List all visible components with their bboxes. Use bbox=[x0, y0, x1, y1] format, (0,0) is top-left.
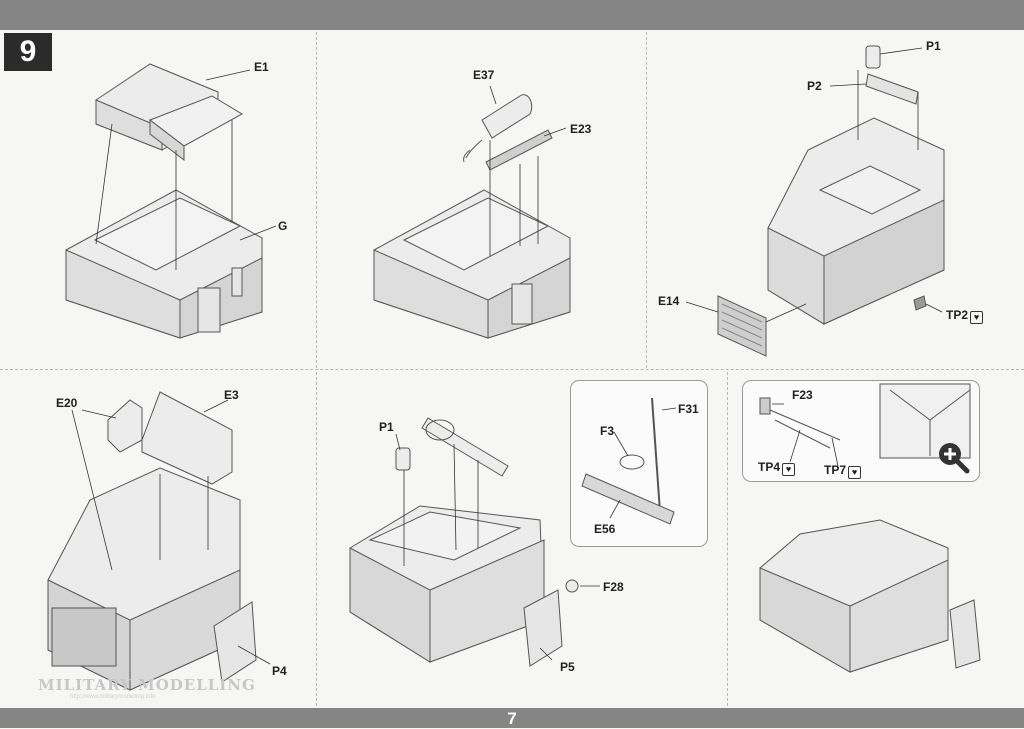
cab-shell-5 bbox=[349, 505, 545, 663]
photo-etch-icon: ♥ bbox=[970, 311, 984, 324]
step-badge bbox=[4, 33, 52, 71]
label-e37: E37 bbox=[473, 68, 495, 82]
label-p5: P5 bbox=[560, 660, 575, 674]
photo-etch-icon: ♥ bbox=[782, 463, 796, 476]
step-number: 9 bbox=[19, 35, 37, 68]
part-e23 bbox=[485, 129, 553, 171]
label-f23: F23 bbox=[792, 388, 813, 402]
label-p4: P4 bbox=[272, 664, 287, 678]
divider bbox=[316, 32, 317, 368]
divider bbox=[0, 369, 1024, 370]
part-e56 bbox=[581, 473, 675, 525]
part-f23 bbox=[759, 397, 841, 449]
part-f3 bbox=[619, 454, 645, 470]
part-p1-mid bbox=[395, 447, 411, 471]
label-f31: F31 bbox=[678, 402, 699, 416]
label-e23: E23 bbox=[570, 122, 592, 136]
photo-etch-icon: ♥ bbox=[848, 466, 862, 479]
part-e37 bbox=[463, 94, 533, 163]
label-e20: E20 bbox=[56, 396, 78, 410]
part-e1 bbox=[95, 63, 244, 162]
part-dashboard bbox=[421, 417, 509, 477]
label-e14: E14 bbox=[658, 294, 680, 308]
cab-body-assembly-2 bbox=[373, 189, 571, 339]
divider bbox=[646, 32, 647, 368]
label-p2: P2 bbox=[807, 79, 822, 93]
part-e3 bbox=[141, 391, 233, 485]
part-f28 bbox=[565, 579, 579, 593]
part-p4 bbox=[213, 601, 257, 683]
part-p1-top bbox=[865, 45, 881, 69]
part-f31 bbox=[651, 397, 661, 513]
watermark-url: http://www.militarymodelling.info bbox=[70, 694, 156, 700]
part-p5 bbox=[523, 589, 563, 667]
page-number: 7 bbox=[507, 709, 517, 728]
divider bbox=[316, 372, 317, 706]
label-f3: F3 bbox=[600, 424, 615, 438]
label-e56: E56 bbox=[594, 522, 616, 536]
bottom-bar bbox=[0, 708, 1024, 728]
cab-final bbox=[759, 519, 981, 673]
cab-shell-4 bbox=[47, 467, 241, 691]
label-tp4: TP4♥ bbox=[758, 460, 796, 476]
part-e14 bbox=[717, 295, 767, 357]
label-p1-top: P1 bbox=[926, 39, 941, 53]
label-e3: E3 bbox=[224, 388, 239, 402]
label-e1: E1 bbox=[254, 60, 269, 74]
part-p2 bbox=[865, 73, 919, 105]
part-tp2 bbox=[913, 295, 927, 311]
watermark: MILITARY MODELLING bbox=[38, 676, 256, 694]
cab-body-g bbox=[65, 189, 263, 339]
zoom-in-icon bbox=[939, 443, 970, 474]
label-tp7: TP7♥ bbox=[824, 463, 862, 479]
divider bbox=[727, 372, 728, 706]
detail-panel-steering bbox=[570, 380, 708, 547]
label-p1-mid: P1 bbox=[379, 420, 394, 434]
top-bar bbox=[0, 0, 1024, 30]
label-tp2: TP2♥ bbox=[946, 308, 984, 324]
label-g: G bbox=[278, 219, 288, 233]
label-f28: F28 bbox=[603, 580, 624, 594]
part-e20 bbox=[107, 399, 143, 453]
cab-shell-3 bbox=[767, 117, 945, 325]
